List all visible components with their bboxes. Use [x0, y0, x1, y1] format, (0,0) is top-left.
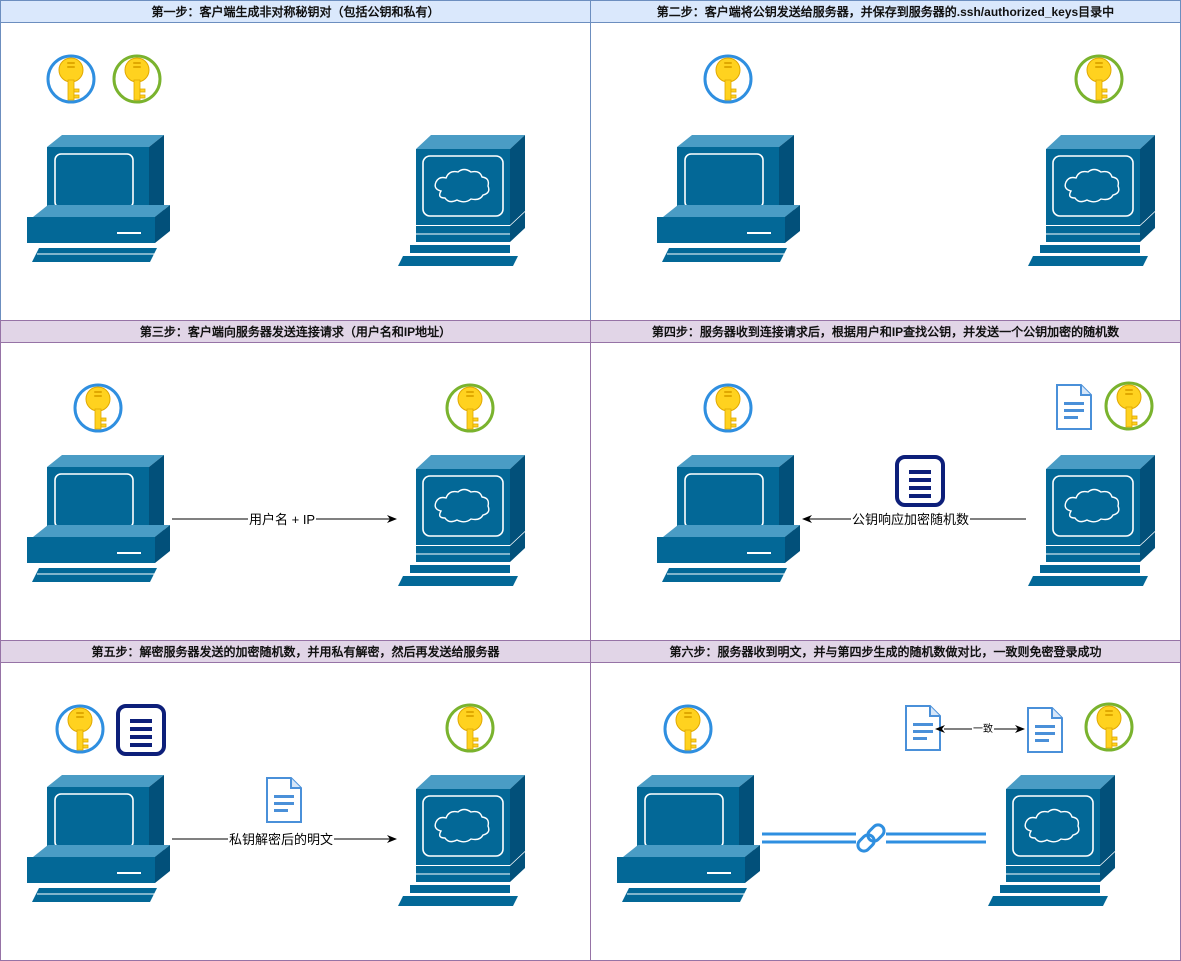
server-computer-icon [397, 774, 526, 907]
server-computer-icon [397, 134, 526, 267]
document-icon [266, 777, 302, 823]
document-icon [905, 705, 941, 751]
private-key-icon [663, 704, 713, 754]
step-4-title: 第四步：服务器收到连接请求后，根据用户和IP查找公钥，并发送一个公钥加密的随机数 [590, 320, 1181, 343]
arrow-label-plaintext: 私钥解密后的明文 [228, 832, 335, 847]
arrow-label-encrypted-random: 公钥响应加密随机数 [851, 512, 971, 527]
client-computer-icon [26, 134, 171, 263]
document-icon [1056, 384, 1092, 430]
client-computer-icon [656, 454, 801, 583]
step-6-title: 第六步：服务器收到明文，并与第四步生成的随机数做对比，一致则免密登录成功 [590, 640, 1181, 663]
arrow-label-compare: 一致 [972, 722, 994, 737]
public-key-icon [1084, 702, 1134, 752]
step-2-title: 第二步：客户端将公钥发送给服务器，并保存到服务器的.ssh/authorized… [590, 0, 1181, 23]
arrow-label-username-ip: 用户名 + IP [248, 512, 317, 527]
step-1-title: 第一步：客户端生成非对称秘钥对（包括公钥和私有） [0, 0, 591, 23]
client-computer-icon [26, 774, 171, 903]
server-computer-icon [397, 454, 526, 587]
step-3-title: 第三步：客户端向服务器发送连接请求（用户名和IP地址） [0, 320, 591, 343]
server-computer-icon [987, 774, 1116, 907]
private-key-icon [46, 54, 96, 104]
link-icon [856, 823, 886, 853]
private-key-icon [703, 383, 753, 433]
document-icon [1027, 707, 1063, 753]
step-5-title: 第五步：解密服务器发送的加密随机数，并用私有解密，然后再发送给服务器 [0, 640, 591, 663]
document-icon [116, 704, 166, 756]
public-key-icon [112, 54, 162, 104]
client-computer-icon [616, 774, 761, 903]
server-computer-icon [1027, 134, 1156, 267]
public-key-icon [445, 383, 495, 433]
private-key-icon [73, 383, 123, 433]
private-key-icon [703, 54, 753, 104]
private-key-icon [55, 704, 105, 754]
connection-line [762, 832, 986, 844]
public-key-icon [1074, 54, 1124, 104]
public-key-icon [1104, 381, 1154, 431]
client-computer-icon [656, 134, 801, 263]
client-computer-icon [26, 454, 171, 583]
server-computer-icon [1027, 454, 1156, 587]
public-key-icon [445, 703, 495, 753]
document-icon [895, 455, 945, 507]
